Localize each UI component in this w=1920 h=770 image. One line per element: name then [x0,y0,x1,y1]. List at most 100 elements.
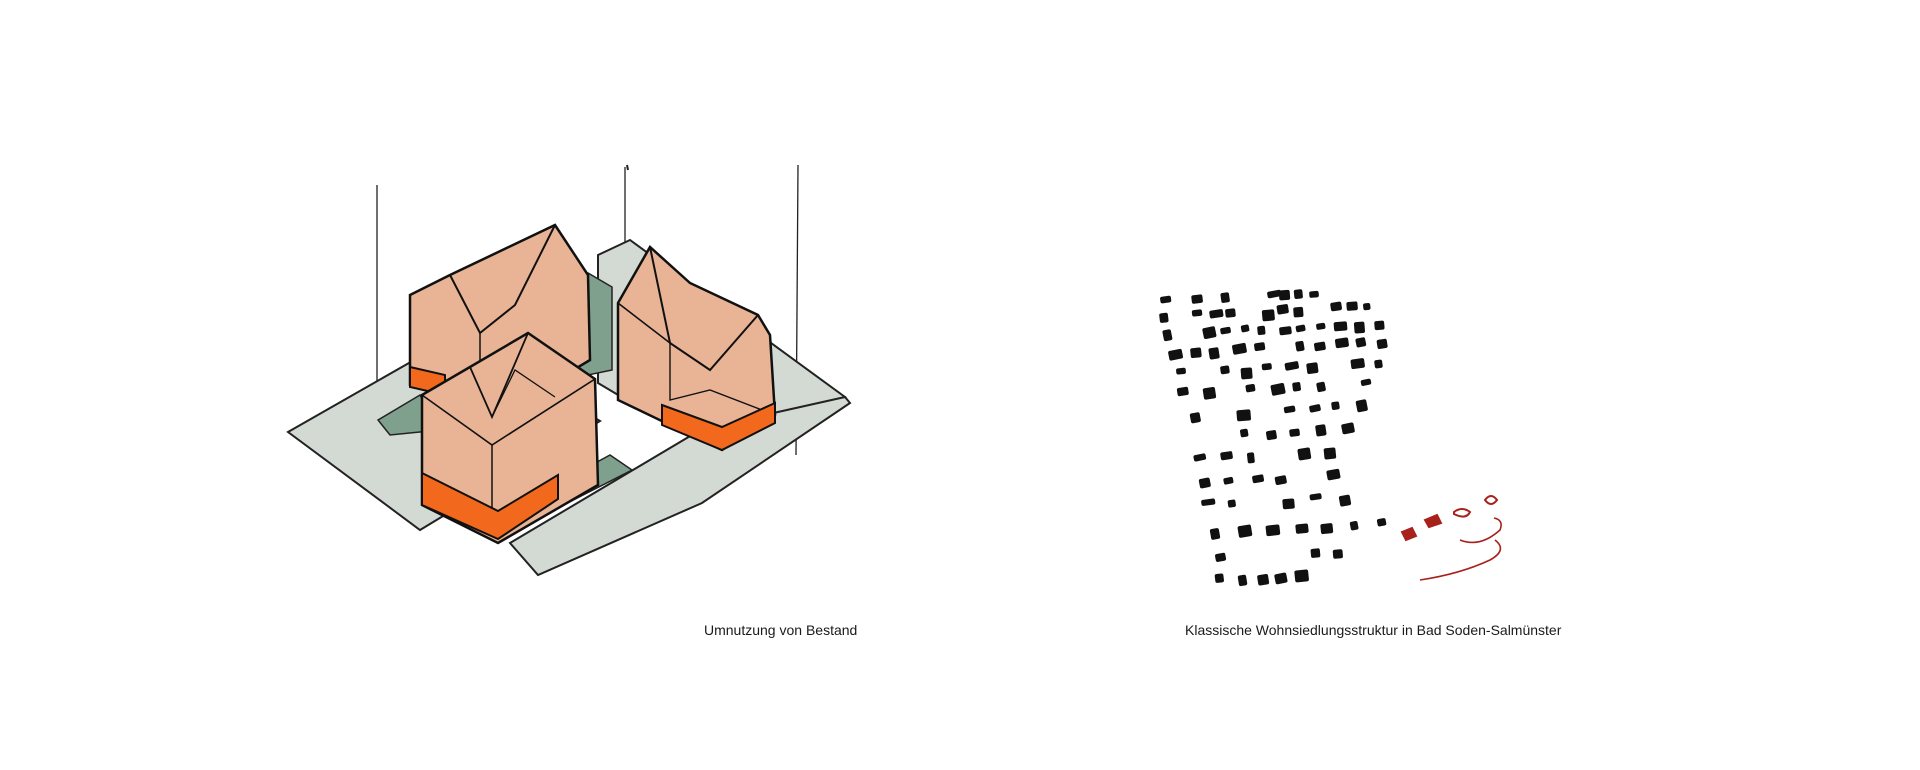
settlement-building [1320,523,1334,535]
settlement-building [1294,569,1309,583]
settlement-building [1295,523,1309,534]
settlement-building [1254,342,1266,352]
settlement-building [1289,428,1300,437]
settlement-building [1245,383,1256,393]
settlement-building [1309,493,1322,501]
settlement-building [1315,424,1327,437]
settlement-building [1252,474,1265,484]
settlement-svg [1159,289,1502,587]
settlement-building [1160,295,1172,304]
settlement-building [1374,320,1385,331]
roof-ridge [449,224,556,335]
highlighted-building [1483,495,1499,505]
settlement-building [1220,292,1230,303]
settlement-building [1227,499,1236,508]
caption-umnutzung: Umnutzung von Bestand [704,622,858,638]
settlement-building [1265,524,1281,537]
settlement-building [1316,381,1326,393]
settlement-building [1220,451,1233,461]
settlement-building [1295,340,1305,352]
settlement-building [1292,382,1301,392]
settlement-building [1191,294,1203,304]
settlement-building [1240,367,1253,380]
settlement-building [1198,477,1211,489]
settlement-building [1193,453,1207,462]
settlement-building [1376,518,1387,527]
settlement-building [1202,386,1217,400]
settlement-building [1189,412,1201,424]
settlement-building [1297,447,1312,461]
settlement-building [1341,422,1355,435]
settlement-building [1220,365,1230,375]
settlement-building [1265,430,1277,441]
settlement-building [1376,338,1388,350]
settlement-building [1355,337,1367,348]
settlement-building [1232,342,1247,355]
settlement-building [1333,321,1348,332]
settlement-building [1278,289,1291,301]
settlement-building [1293,306,1304,318]
settlement-building [1283,405,1296,414]
settlement-building [1237,524,1253,538]
settlement-building [1159,312,1169,323]
highlight-outline [1419,517,1502,581]
highlighted-building [1453,508,1472,518]
settlement-building [1360,378,1372,386]
settlement-building [1208,347,1220,360]
settlement-building [1350,358,1365,370]
settlement-building [1246,452,1255,464]
settlement-building [1236,409,1252,422]
settlement-building [1215,552,1227,562]
settlement-building [1295,324,1306,333]
settlement-building [1326,468,1341,481]
settlement-building [1257,325,1266,336]
roof-line [617,302,671,344]
settlement-building [1331,401,1340,410]
settlement-building [1309,404,1321,413]
orange-base [661,401,776,452]
settlement-building [1353,321,1365,334]
settlement-building [1306,362,1319,374]
settlement-building [1267,289,1282,299]
settlement-building [1332,549,1343,559]
settlement-building [1338,494,1352,507]
caption-wohnsiedlung: Klassische Wohnsiedlungsstruktur in Bad … [1185,622,1562,638]
settlement-building [1330,301,1342,312]
settlement-building [1323,447,1337,460]
settlement-building [1214,573,1224,583]
settlement-building [1349,520,1359,531]
settlement-building [1261,363,1272,371]
settlement-building [1240,428,1249,438]
settlement-building [1282,498,1295,510]
settlement-building [1270,382,1286,396]
settlement-building [1274,572,1288,585]
settlement-building [1237,574,1248,587]
settlement-building [1261,309,1275,322]
settlement-building [1346,301,1358,311]
building-axonometric-sketch [270,105,860,595]
settlement-building [1274,475,1287,486]
settlement-building [1310,548,1321,558]
settlement-building [1284,361,1299,371]
settlement-building [1240,324,1250,333]
settlement-building [1334,337,1349,349]
settlement-building [1276,304,1289,315]
settlement-building [1176,367,1186,375]
settlement-building [1293,289,1303,299]
settlement-building [1313,341,1326,352]
settlement-building [1202,326,1217,340]
settlement-building [1220,326,1231,335]
settlement-building [1162,329,1173,342]
highlighted-building [1400,526,1418,542]
settlement-building [1201,498,1216,506]
orange-base [421,471,559,541]
wall-edge [669,343,776,416]
roof-line [491,369,556,418]
settlement-building [1316,322,1326,330]
settlement-building [1225,308,1236,318]
settlement-building [1191,309,1203,317]
settlement-building [1355,399,1368,413]
settlement-building [1190,347,1202,359]
settlement-building [1209,528,1221,540]
settlement-building [1176,386,1189,397]
